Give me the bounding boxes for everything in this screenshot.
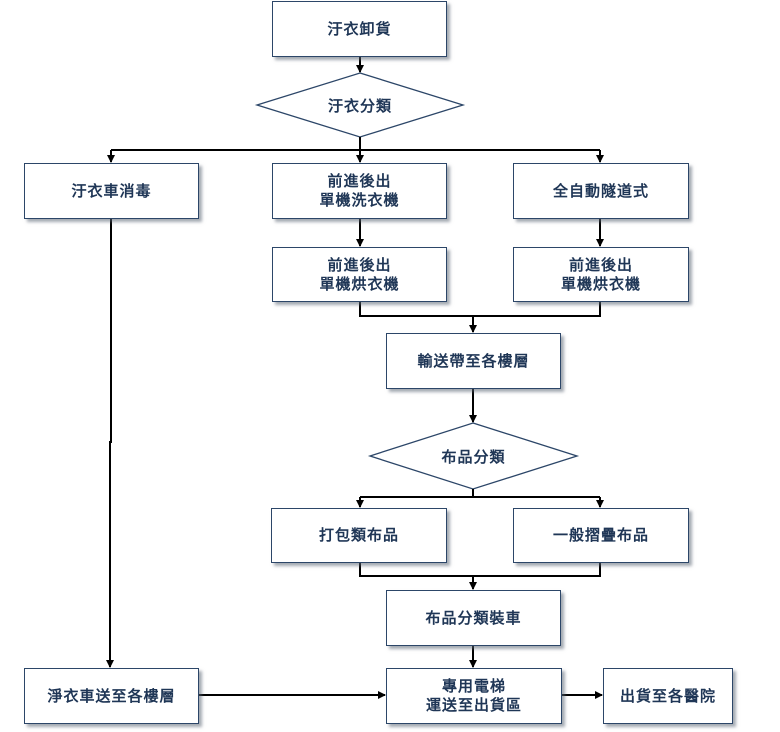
- node-label: 前進後出 單機洗衣機: [319, 172, 400, 209]
- node-label: 出貨至各醫院: [619, 686, 716, 705]
- node-soiled-unload: 汙衣卸貨: [272, 1, 447, 57]
- node-label: 布品分類: [441, 447, 506, 466]
- node-cart-disinfect: 汙衣車消毒: [24, 163, 199, 219]
- diamond-label-linen-sort: 布品分類: [370, 423, 577, 489]
- node-elevator: 專用電梯 運送至出貨區: [386, 668, 562, 724]
- edge-sort-split: [111, 137, 600, 151]
- node-label: 專用電梯 運送至出貨區: [425, 677, 522, 714]
- node-label: 一般摺疊布品: [552, 526, 649, 544]
- node-label: 全自動隧道式: [552, 181, 649, 200]
- node-ship: 出貨至各醫院: [603, 668, 733, 724]
- node-tunnel: 全自動隧道式: [513, 163, 689, 219]
- edge-disinfect-to-clean-cart: [106, 219, 114, 668]
- node-label: 汙衣分類: [327, 96, 392, 115]
- node-label: 輸送帶至各樓層: [417, 351, 530, 370]
- node-label: 打包類布品: [318, 526, 399, 544]
- node-clean-cart: 淨衣車送至各樓層: [24, 668, 199, 724]
- diamond-label-soiled-sort: 汙衣分類: [257, 73, 463, 137]
- node-label: 前進後出 單機烘衣機: [560, 255, 641, 293]
- node-label: 布品分類裝車: [425, 608, 522, 627]
- node-label: 前進後出 單機烘衣機: [319, 255, 400, 293]
- node-washer: 前進後出 單機洗衣機: [272, 163, 447, 219]
- node-packed: 打包類布品: [271, 508, 447, 563]
- node-dryer-left: 前進後出 單機烘衣機: [272, 247, 447, 302]
- edge-dryers-merge: [359, 302, 601, 317]
- node-loading: 布品分類裝車: [386, 590, 561, 646]
- node-label: 汙衣車消毒: [71, 181, 152, 200]
- node-folded: 一般摺疊布品: [513, 508, 689, 563]
- node-dryer-right: 前進後出 單機烘衣機: [513, 247, 689, 302]
- node-label: 淨衣車送至各樓層: [47, 686, 176, 705]
- node-conveyor: 輸送帶至各樓層: [386, 333, 561, 389]
- edge-linen-sort-split: [360, 489, 600, 498]
- edge-packed-folded-merge: [359, 563, 601, 577]
- node-label: 汙衣卸貨: [327, 19, 392, 38]
